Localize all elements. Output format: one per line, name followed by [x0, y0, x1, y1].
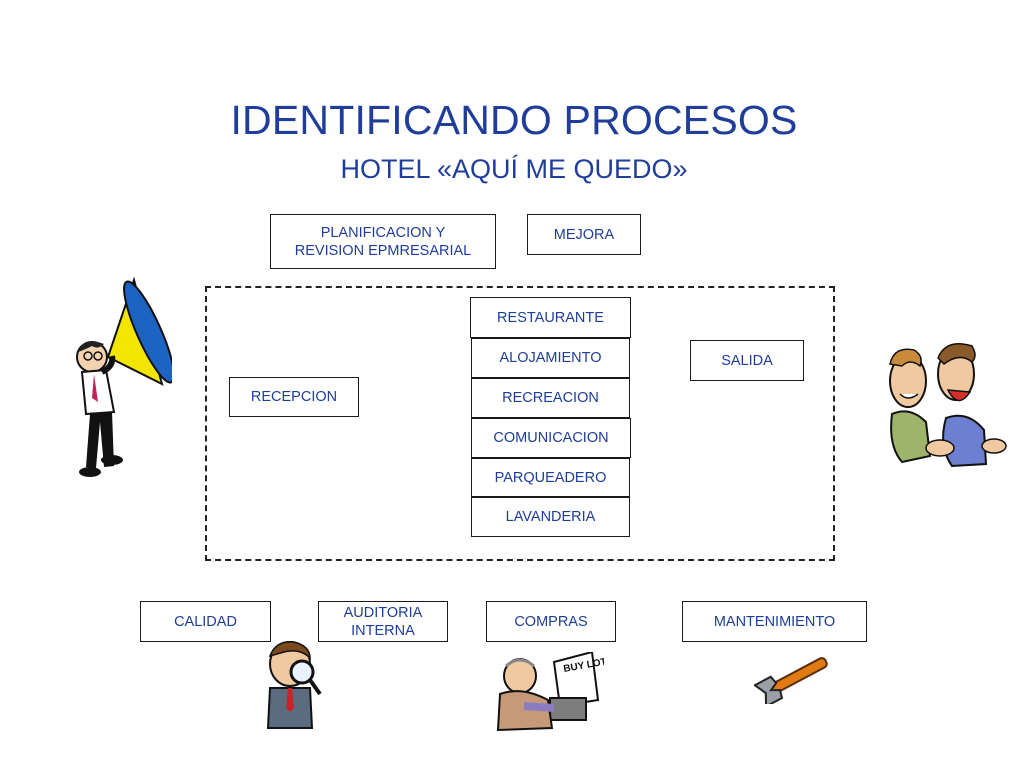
- quality-box: CALIDAD: [140, 601, 271, 642]
- wrench-icon: [754, 657, 828, 704]
- service-box-communication: COMUNICACION: [471, 418, 631, 458]
- audit-box: AUDITORIA INTERNA: [318, 601, 448, 642]
- auditor-illustration: [266, 641, 322, 729]
- reception-box: RECEPCION: [229, 377, 359, 417]
- slide-subtitle: HOTEL «AQUÍ ME QUEDO»: [340, 154, 688, 184]
- slide-title: IDENTIFICANDO PROCESOS: [230, 97, 798, 143]
- process-boundary: [205, 286, 835, 561]
- service-box-parking: PARQUEADERO: [471, 458, 630, 497]
- improvement-box: MEJORA: [527, 214, 641, 255]
- service-box-recreation: RECREACION: [471, 378, 630, 418]
- service-box-restaurant: RESTAURANTE: [470, 297, 631, 338]
- maintenance-box: MANTENIMIENTO: [682, 601, 867, 642]
- purchasing-box: COMPRAS: [486, 601, 616, 642]
- buyer-typewriter-illustration: BUY LOTS: [496, 652, 604, 732]
- planning-box: PLANIFICACION Y REVISION EPMRESARIAL: [270, 214, 496, 269]
- service-box-lodging: ALOJAMIENTO: [471, 338, 630, 378]
- service-box-laundry: LAVANDERIA: [471, 497, 630, 537]
- happy-customers-illustration: [889, 343, 1007, 468]
- exit-box: SALIDA: [690, 340, 804, 381]
- megaphone-man-illustration: [76, 276, 172, 477]
